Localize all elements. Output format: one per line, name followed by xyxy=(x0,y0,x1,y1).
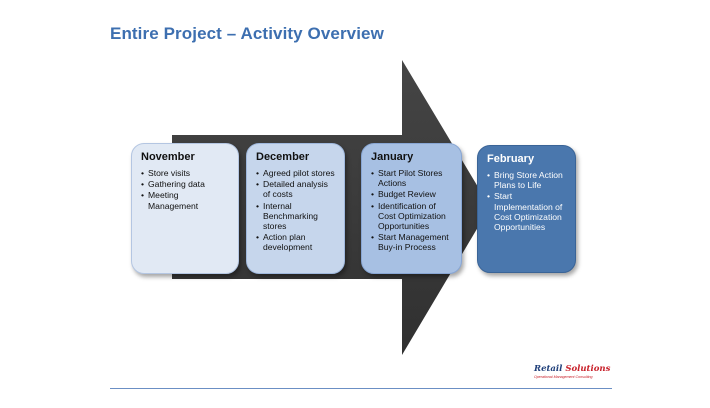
month-heading-november: November xyxy=(141,151,195,163)
company-logo: Retail Solutions Operational Management … xyxy=(534,364,610,379)
activity-item: Store visits xyxy=(141,168,230,178)
slide-title: Entire Project – Activity Overview xyxy=(110,24,384,43)
month-box-december: December Agreed pilot stores Detailed an… xyxy=(246,143,345,274)
activity-item: Action plan development xyxy=(256,232,336,252)
logo-tagline: Operational Management Consulting xyxy=(534,375,593,379)
month-box-february: February Bring Store Action Plans to Lif… xyxy=(477,145,576,273)
activity-list-january: Start Pilot Stores Actions Budget Review… xyxy=(371,168,453,253)
activity-item: Start Management Buy-in Process xyxy=(371,232,453,252)
activity-item: Start Implementation of Cost Optimizatio… xyxy=(487,191,567,232)
activity-list-february: Bring Store Action Plans to Life Start I… xyxy=(487,170,567,232)
activity-list-november: Store visits Gathering data Meeting Mana… xyxy=(141,168,230,211)
activity-item: Detailed analysis of costs xyxy=(256,179,336,199)
activity-item: Start Pilot Stores Actions xyxy=(371,168,453,188)
activity-item: Gathering data xyxy=(141,179,230,189)
month-box-january: January Start Pilot Stores Actions Budge… xyxy=(361,143,462,274)
activity-list-december: Agreed pilot stores Detailed analysis of… xyxy=(256,168,336,253)
logo-word-retail: Retail xyxy=(534,364,563,374)
activity-item: Agreed pilot stores xyxy=(256,168,336,178)
month-heading-february: February xyxy=(487,153,535,165)
logo-wordmark: Retail Solutions xyxy=(534,364,610,374)
month-heading-january: January xyxy=(371,151,414,163)
activity-item: Bring Store Action Plans to Life xyxy=(487,170,567,190)
activity-item: Meeting Management xyxy=(141,190,230,210)
activity-item: Identification of Cost Optimization Oppo… xyxy=(371,201,453,232)
month-box-november: November Store visits Gathering data Mee… xyxy=(131,143,239,274)
footer-divider xyxy=(110,388,612,389)
activity-item: Internal Benchmarking stores xyxy=(256,201,336,232)
activity-item: Budget Review xyxy=(371,189,453,199)
month-heading-december: December xyxy=(256,151,310,163)
logo-word-solutions: Solutions xyxy=(565,364,611,374)
